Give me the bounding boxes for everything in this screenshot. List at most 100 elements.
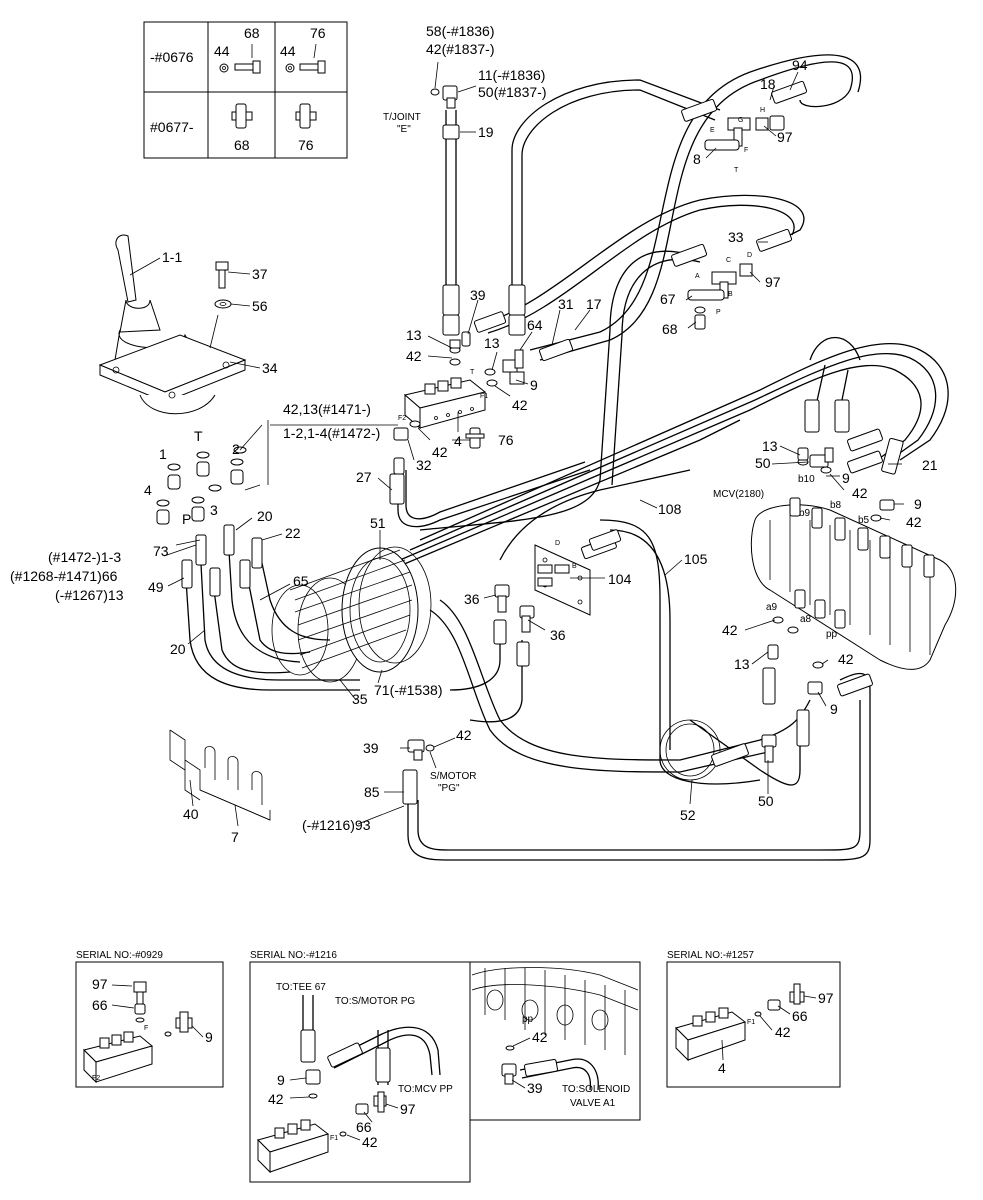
callout-68: 68 — [662, 321, 678, 337]
tjoint-label: T/JOINT — [383, 112, 421, 123]
port-b5: b5 — [858, 515, 870, 526]
callout-34: 34 — [262, 360, 278, 376]
inset-to-solenoid-valve: VALVE A1 — [570, 1098, 616, 1109]
main-control-valve — [750, 497, 957, 670]
callout-51: 51 — [370, 515, 386, 531]
table-r1-right-44: 44 — [280, 43, 296, 59]
callout-36: 36 — [550, 627, 566, 643]
callout-18: 18 — [760, 76, 776, 92]
callout-67: 67 — [660, 291, 676, 307]
nut-icon — [285, 63, 295, 73]
callout-21: 21 — [922, 457, 938, 473]
bolt-icon — [299, 43, 326, 74]
callout-39: 39 — [363, 740, 379, 756]
callout-9: 9 — [842, 470, 850, 486]
callout-13: 13 — [734, 656, 750, 672]
svg-text:F1: F1 — [747, 1019, 755, 1026]
callout-27: 27 — [356, 469, 372, 485]
inset-callout-9: 9 — [277, 1072, 285, 1088]
fitting-icon — [295, 103, 317, 129]
callout-108: 108 — [658, 501, 682, 517]
svg-text:F1: F1 — [330, 1135, 338, 1142]
inset-to-smotor: TO:S/MOTOR PG — [335, 996, 415, 1007]
inset-callout-9: 9 — [205, 1029, 213, 1045]
port-label: E — [710, 127, 715, 134]
port-label: H — [760, 107, 765, 114]
callout-37: 37 — [252, 266, 268, 282]
callout-13: 13 — [406, 327, 422, 343]
svg-text:T: T — [470, 369, 475, 376]
callout-50-1837: 50(#1837-) — [478, 84, 547, 100]
swivel-39 — [407, 739, 435, 761]
callout-9: 9 — [530, 377, 538, 393]
inset-title: SERIAL NO:-#0929 — [76, 950, 163, 961]
inset-callout-42: 42 — [362, 1134, 378, 1150]
port-label: T — [734, 167, 739, 174]
callout-42: 42 — [838, 651, 854, 667]
callout-1-3: (#1472-)1-3 — [48, 549, 121, 565]
port-a9: a9 — [766, 602, 778, 613]
callout-32: 32 — [416, 457, 432, 473]
hose-bracket-40 — [169, 729, 271, 821]
hose-105 — [599, 519, 761, 785]
callout-1-1: 1-1 — [162, 249, 182, 265]
port-2-label: 2 — [232, 441, 240, 457]
callout-42: 42 — [722, 622, 738, 638]
bolt-37 — [215, 261, 229, 289]
port-b8: b8 — [830, 500, 842, 511]
fitting-icon — [231, 103, 253, 129]
inset-title: SERIAL NO:-#1216 — [250, 950, 337, 961]
smotor-label-pg: "PG" — [438, 783, 460, 794]
port-1-label: 1 — [159, 446, 167, 462]
callout-71: 71(-#1538) — [374, 682, 443, 698]
callout-42: 42 — [432, 444, 448, 460]
hose-27 — [397, 469, 591, 528]
tjoint-label-e: "E" — [397, 124, 411, 135]
valve-fittings — [393, 331, 525, 475]
callout-50: 50 — [755, 455, 771, 471]
inset-to-solenoid: TO:SOLENOID — [562, 1084, 630, 1095]
table-r1-right-76: 76 — [310, 25, 326, 41]
washer-56 — [214, 299, 232, 309]
inset-serial-1216: SERIAL NO:-#1216 TO:TEE 67 TO:S/MOTOR PG… — [249, 950, 641, 1183]
nut-icon — [219, 63, 229, 73]
port-label: A — [695, 273, 700, 280]
callout-19: 19 — [478, 124, 494, 140]
svg-text:F: F — [144, 1025, 148, 1032]
inset-callout-42: 42 — [532, 1029, 548, 1045]
inset-callout-39: 39 — [527, 1080, 543, 1096]
callout-8: 8 — [693, 151, 701, 167]
serial-table: -#0676 #0677- 44 68 44 76 68 76 — [143, 21, 348, 159]
callout-33: 33 — [728, 229, 744, 245]
callout-58: 58(-#1836) — [426, 23, 495, 39]
hose-93 — [407, 672, 871, 861]
inset-callout-97: 97 — [92, 976, 108, 992]
port-fittings — [156, 446, 247, 525]
port-label: D — [747, 252, 752, 259]
svg-text:F2: F2 — [92, 1075, 100, 1082]
joystick-lever — [98, 234, 247, 415]
inset-serial-1257: SERIAL NO:-#1257 F1 97 66 42 4 — [666, 950, 841, 1088]
callout-13-1267: (-#1267)13 — [55, 587, 124, 603]
callout-42: 42 — [852, 485, 868, 501]
inset-callout-42: 42 — [268, 1091, 284, 1107]
callout-93: (-#1216)93 — [302, 817, 371, 833]
port-a8: a8 — [800, 614, 812, 625]
callout-49: 49 — [148, 579, 164, 595]
inset-callout-4: 4 — [718, 1060, 726, 1076]
hose-108 — [499, 469, 691, 561]
table-r1-left-44: 44 — [214, 43, 230, 59]
callout-7: 7 — [231, 829, 239, 845]
inset-port-pp: pp — [522, 1014, 534, 1025]
callout-22: 22 — [285, 525, 301, 541]
callout-42: 42 — [406, 348, 422, 364]
elbow-36 — [494, 584, 535, 633]
callout-65: 65 — [293, 573, 309, 589]
callout-9: 9 — [830, 701, 838, 717]
callout-97: 97 — [765, 274, 781, 290]
port-4-label: 4 — [144, 482, 152, 498]
bracket-plate: DB — [534, 540, 591, 616]
callout-64: 64 — [527, 317, 543, 333]
port-b9: b9 — [799, 508, 811, 519]
